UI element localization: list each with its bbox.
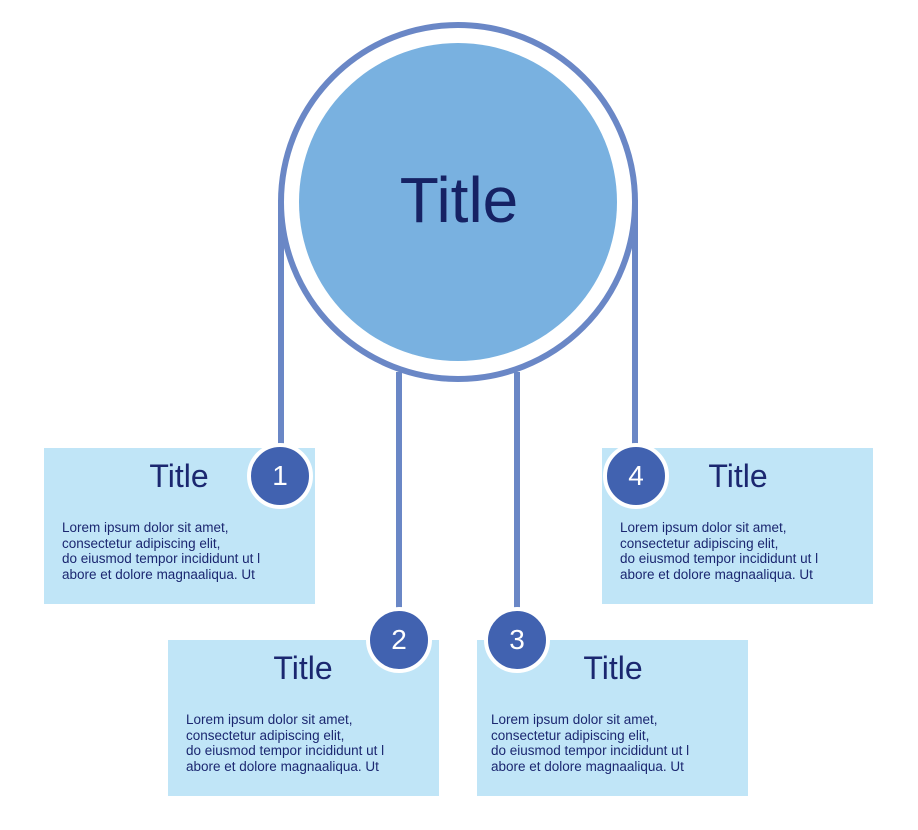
center-title: Title <box>399 164 519 236</box>
center-circle <box>299 43 617 361</box>
item-title-1: Title <box>149 458 209 494</box>
item-title-3: Title <box>583 650 643 686</box>
item-title-2: Title <box>273 650 333 686</box>
item-title-4: Title <box>708 458 768 494</box>
item-body-2: Lorem ipsum dolor sit amet, consectetur … <box>186 712 385 774</box>
item-body-3: Lorem ipsum dolor sit amet, consectetur … <box>491 712 690 774</box>
item-card-3: Title Lorem ipsum dolor sit amet, consec… <box>477 640 748 796</box>
item-card-4: Title Lorem ipsum dolor sit amet, consec… <box>602 448 873 604</box>
item-number-badge-2: 2 <box>366 607 432 673</box>
item-card-1: Title Lorem ipsum dolor sit amet, consec… <box>44 448 315 604</box>
item-number-badge-1: 1 <box>247 443 313 509</box>
item-body-4: Lorem ipsum dolor sit amet, consectetur … <box>620 520 819 582</box>
item-body-1: Lorem ipsum dolor sit amet, consectetur … <box>62 520 261 582</box>
item-number-badge-4: 4 <box>603 443 669 509</box>
item-number-badge-3: 3 <box>484 607 550 673</box>
